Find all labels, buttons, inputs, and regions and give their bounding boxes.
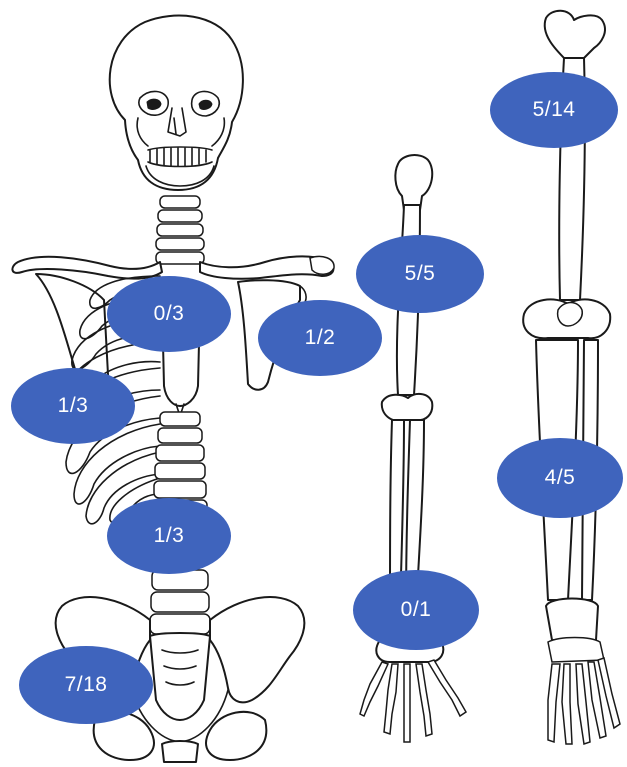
pelvis-count-badge: 7/18 [19, 646, 153, 724]
lumbar-spine-count-label: 1/3 [154, 524, 185, 548]
femur-count-badge: 5/14 [490, 72, 618, 148]
skull-icon [110, 16, 243, 190]
sternum-count-label: 0/3 [154, 302, 185, 326]
lumbar-spine-count-badge: 1/3 [107, 498, 231, 574]
humerus-count-badge: 5/5 [356, 235, 484, 313]
hand-count-badge: 0/1 [353, 570, 479, 650]
cervical-spine-icon [156, 196, 204, 264]
femur-count-label: 5/14 [533, 98, 576, 122]
tibia-count-badge: 4/5 [497, 438, 623, 518]
sternum-count-badge: 0/3 [107, 276, 231, 352]
hand-bones-icon [360, 660, 466, 742]
scapula-count-label: 1/2 [305, 326, 336, 350]
ribs-count-label: 1/3 [58, 394, 89, 418]
humerus-count-label: 5/5 [405, 262, 436, 286]
ribs-count-badge: 1/3 [11, 368, 135, 444]
tibia-count-label: 4/5 [545, 466, 576, 490]
pelvis-count-label: 7/18 [65, 673, 108, 697]
hand-count-label: 0/1 [401, 598, 432, 622]
scapula-count-badge: 1/2 [258, 300, 382, 376]
